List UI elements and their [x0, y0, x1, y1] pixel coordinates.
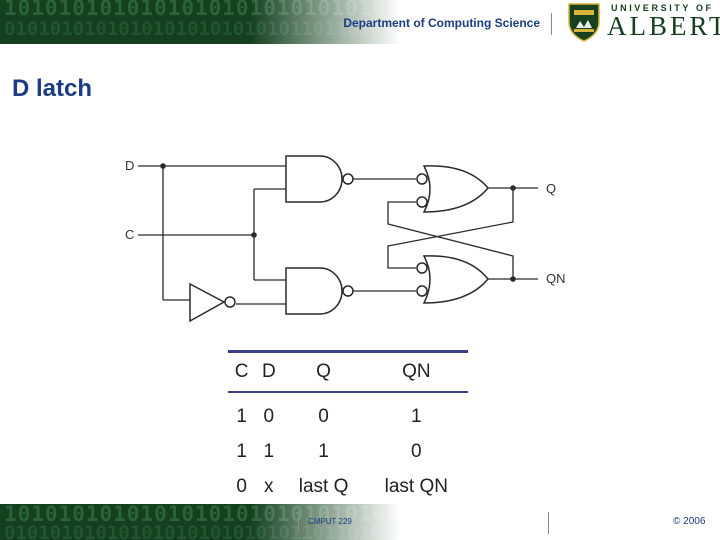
- cell-c: 1: [236, 405, 247, 427]
- d-latch-circuit: D C Q QN: [125, 155, 566, 323]
- footer-banner: 1010101010101010101010101010101010101010…: [0, 504, 720, 540]
- feedback-q-wire: [387, 188, 514, 269]
- department-name: Department of Computing Science: [343, 16, 540, 30]
- table-row: 1 1 1 0: [228, 434, 468, 469]
- cell-c: 1: [236, 440, 247, 462]
- truth-table: C D Q QN 1 0 0 1 1 1 1 0 0 x last Q last…: [228, 350, 468, 507]
- inverter-bubble: [224, 296, 236, 308]
- cell-qn: last QN: [364, 469, 468, 507]
- header-c: C: [228, 350, 256, 393]
- or-top-input-bubble-2: [416, 196, 428, 208]
- cell-qn: 0: [411, 440, 422, 462]
- output-label-qn: QN: [546, 271, 566, 286]
- header-d: D: [255, 350, 283, 393]
- feedback-qn-wire: [387, 201, 514, 279]
- shield-icon: [568, 3, 600, 42]
- nand-gate-bottom: [285, 267, 343, 315]
- or-gate-top: [422, 165, 489, 213]
- slide-title: D latch: [12, 75, 93, 102]
- or-bottom-input-bubble-2: [416, 285, 428, 297]
- junction-dot: [510, 185, 516, 191]
- cell-q: 0: [318, 405, 329, 427]
- input-label-c: C: [125, 227, 134, 242]
- input-label-d: D: [125, 158, 134, 173]
- or-gate-bottom: [422, 255, 489, 304]
- table-row: 0 x last Q last QN: [228, 469, 468, 507]
- footer-divider: [548, 512, 549, 534]
- or-top-input-bubble-1: [416, 173, 428, 185]
- cell-qn: 1: [411, 405, 422, 427]
- cell-d: 1: [263, 440, 275, 462]
- junction-dot: [160, 163, 166, 169]
- header-divider: [551, 13, 552, 35]
- junction-dot: [251, 232, 257, 238]
- cell-d: x: [255, 469, 283, 507]
- cell-c: 0: [228, 469, 256, 507]
- logo-university-of: UNIVERSITY OF: [611, 3, 714, 13]
- nand-bottom-bubble: [342, 285, 354, 297]
- cell-q: last Q: [282, 469, 365, 507]
- copyright-notice: © 2006: [673, 516, 706, 527]
- header-q: Q: [282, 350, 365, 393]
- or-bottom-input-bubble-1: [416, 262, 428, 274]
- logo-alberta: ALBERTA: [607, 11, 720, 41]
- inverter-gate: [189, 282, 226, 323]
- table-header-row: C D Q QN: [228, 350, 468, 393]
- header-banner: 1010101010101010101010101010101010101010…: [0, 0, 720, 44]
- table-row: 1 0 0 1: [228, 392, 468, 434]
- junction-dot: [510, 276, 516, 282]
- output-label-q: Q: [546, 181, 556, 196]
- footer-divider: [298, 512, 299, 534]
- header-qn: QN: [364, 350, 468, 393]
- course-code: CMPUT 229: [308, 517, 352, 526]
- university-logo: UNIVERSITY OF ALBERTA: [567, 2, 720, 42]
- nand-top-bubble: [342, 173, 354, 185]
- nand-gate-top: [285, 155, 343, 203]
- cell-q: 1: [318, 440, 329, 462]
- cell-d: 0: [263, 405, 275, 427]
